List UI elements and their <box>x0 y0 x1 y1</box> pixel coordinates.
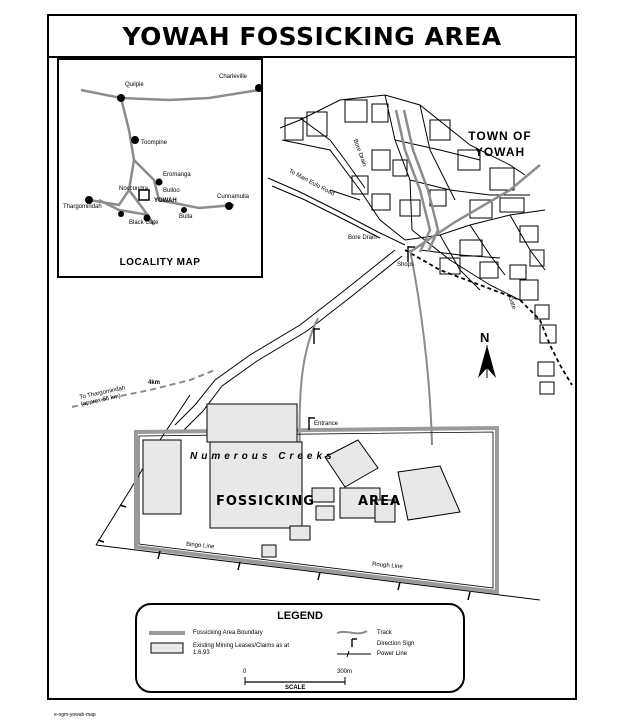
fossicking-boundary <box>134 425 499 595</box>
town-line1: TOWN OF <box>468 129 532 143</box>
place-cunnamulla: Cunnamulla <box>217 194 250 200</box>
creeks-label: Numerous Creeks <box>190 451 336 462</box>
town-name: TOWN OF YOWAH <box>455 128 545 160</box>
power-line-town <box>404 249 573 386</box>
place-bulloo: Bulloo <box>163 188 180 194</box>
road-to-main <box>267 177 406 246</box>
legend-boundary: Fossicking Area Boundary <box>193 630 263 636</box>
place-toompine: Toompine <box>141 140 168 146</box>
legend-title: LEGEND <box>277 610 323 622</box>
locality-map: Quilpie Charleville Thargomindah Cunnamu… <box>57 58 263 278</box>
legend-leases: Existing Mining Leases/Claims as at 1.6.… <box>193 643 290 656</box>
locality-caption: LOCALITY MAP <box>119 257 201 268</box>
place-eromanga: Eromanga <box>163 172 191 178</box>
town-line2: YOWAH <box>474 145 526 159</box>
area-label: AREA <box>358 494 402 509</box>
main-road <box>174 249 403 432</box>
map-frame: YOWAH FOSSICKING AREA <box>47 14 577 700</box>
fossicking-label: FOSSICKING <box>216 494 315 509</box>
town-streets <box>279 94 557 395</box>
place-yowah: YOWAH <box>154 198 177 204</box>
scale-start: 0 <box>243 669 247 675</box>
distance-label: 4km <box>148 380 161 386</box>
north-label: N <box>480 330 490 345</box>
place-thargomindah: Thargomindah <box>63 204 102 210</box>
direction-signs <box>308 246 415 430</box>
scale-end: 300m <box>337 669 353 675</box>
place-quilpie: Quilpie <box>125 82 144 88</box>
track-to-thargomindah <box>71 369 216 408</box>
place-black-gate: Black Gate <box>129 220 159 226</box>
bore-drain-label: Bore Drain <box>348 235 377 241</box>
footer-code: e-ogm-yowah-map <box>54 712 96 718</box>
legend-direction-sign: Direction Sign <box>377 641 415 647</box>
place-bulla: Bulla <box>179 214 193 220</box>
place-noccundra: Noccundra <box>119 186 149 192</box>
legend-symbols <box>149 630 371 685</box>
place-charleville: Charleville <box>219 74 248 80</box>
power-line-bottom <box>95 544 541 601</box>
north-arrow <box>478 345 496 378</box>
mining-leases <box>142 403 461 558</box>
locality-lines <box>80 84 263 226</box>
legend: LEGEND Fossicking Area Boundary Existing… <box>135 603 465 693</box>
legend-track: Track <box>377 630 392 636</box>
town-creek <box>394 109 541 254</box>
title-bar: YOWAH FOSSICKING AREA <box>49 16 575 58</box>
map-title: YOWAH FOSSICKING AREA <box>122 21 502 51</box>
legend-power-line: Power Line <box>377 651 408 657</box>
scale-label: SCALE <box>285 685 306 691</box>
entrance-label: Entrance <box>314 421 339 427</box>
shops-label: Shops <box>397 262 415 268</box>
